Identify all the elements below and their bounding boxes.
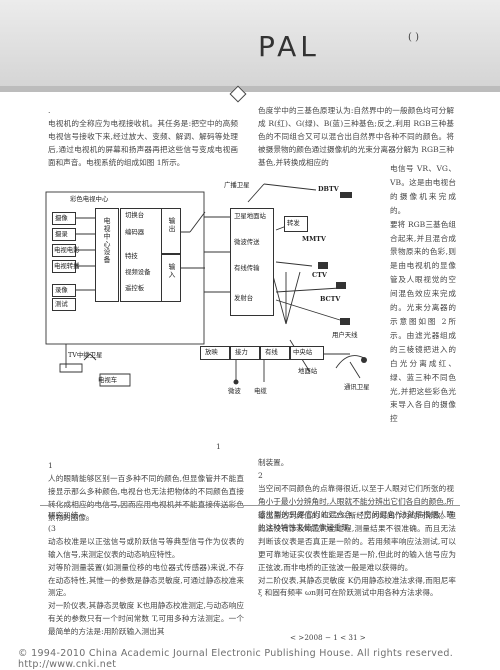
transmission-stack: 卫星地面站 微波传送 有线传输 发射台 [230, 208, 274, 316]
central-station-box: 中央站 [290, 346, 324, 360]
dbtv-label: DBTV [318, 185, 339, 193]
satellite-label: 广播卫星 [224, 181, 250, 189]
bctv-label: BCTV [320, 295, 341, 303]
station-equipment-box: 电视中心设备 [95, 208, 119, 302]
camera-box: 摄像 [52, 212, 76, 225]
title-note: ( ) [408, 32, 419, 43]
microwave-label: 微波 [228, 387, 241, 395]
mmtv-label: MMTV [302, 235, 326, 243]
user-antenna-label: 用户天线 [332, 331, 358, 339]
paragraph-color-theory: 色度学中的三基色原理认为:自然界中的一般颜色均可分解成 R(红)、G(绿)、B(… [258, 106, 454, 167]
header-rule [0, 86, 500, 92]
relay-satellite-label: TV中继卫星 [68, 351, 103, 359]
switcher-stack: 切换台 编码器 特技 视频设备 遥控板 [120, 208, 162, 302]
relay-box: 电视转播 [52, 260, 80, 273]
section-divider [40, 505, 460, 506]
paragraph-color-theory-cont: 电信号 VR、VG、VB。这是由电视台的摄像机来完成的。 要将 RGB三基色组合… [390, 164, 456, 424]
paragraph-intro: . 电视机的全称应为电视接收机。其任务是:把空中的高频电视信号接收下来,经过放大… [48, 106, 238, 167]
figure-caption: 1 [216, 442, 221, 451]
cable-box: 有线 [260, 346, 290, 360]
paragraph-dynamic-calibration: 研究和统一。 (3 动态校准是以正弦信号或阶跃信号等典型信号作为仪表的输入信号,… [48, 511, 244, 637]
vtr-box: 录像 [52, 284, 76, 297]
center-box-title: 彩色电视中心 [70, 195, 109, 203]
comm-satellite-label: 通讯卫星 [344, 383, 370, 391]
copyright-watermark: © 1994-2010 China Academic Journal Elect… [18, 648, 454, 670]
telecine-box: 电视电影 [52, 244, 80, 257]
article-title: PAL [258, 30, 320, 63]
output-box: 输出 [161, 208, 181, 254]
record-box: 摄录 [52, 228, 76, 241]
input-box: 输入 [161, 254, 181, 302]
page-number: < >2008 − 1 < 31 > [290, 633, 366, 642]
test-box: 测试 [52, 298, 76, 311]
ground-station-label: 地面站 [298, 367, 318, 375]
paragraph-time-constant: 输出量达到终值的 63.2%,所经历的时间作为时间常数。但此法没有涉及响应的全过… [258, 511, 456, 598]
ctv-label: CTV [312, 271, 327, 279]
relay-bottom-box: 接力 [230, 346, 260, 360]
tv-truck-label: 电视车 [98, 376, 118, 384]
tv-system-diagram: 彩色电视中心 广播卫星 摄像 摄录 电视电影 电视转播 录像 测试 电视中心设备… [40, 172, 388, 400]
relay-label-box: 转发 [284, 216, 308, 232]
cable-label: 电缆 [254, 387, 267, 395]
diagram-lines [45, 183, 367, 387]
broadcast-box: 放映 [200, 346, 230, 360]
paragraph-spatial-mixing: 制装置。 2 当空间不同颜色的点靠得很近,以至于人眼对它们所张的视角小于最小分辨… [258, 458, 454, 532]
paragraph-eye-colors: 1 人的眼睛能够区别一百多种不同的颜色,但显像管并不能直接显示那么多种颜色,电视… [48, 461, 244, 522]
header-band [0, 0, 500, 86]
